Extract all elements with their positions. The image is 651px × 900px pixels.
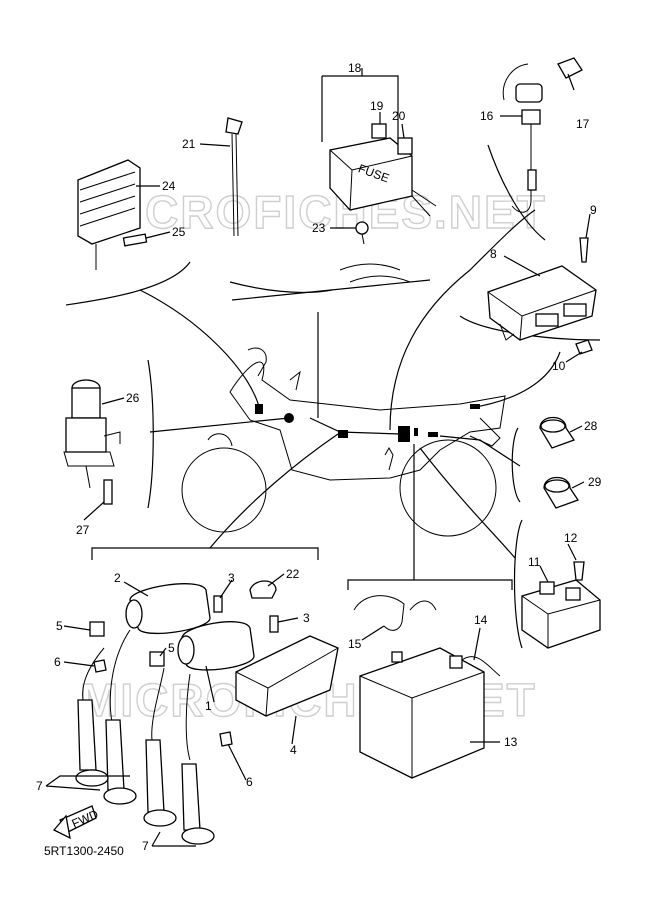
battery xyxy=(353,595,501,779)
callout-4: 4 xyxy=(290,743,297,757)
callout-15: 15 xyxy=(348,637,362,651)
cable-tie xyxy=(225,117,243,237)
fuse-19 xyxy=(371,123,387,139)
callout-12: 12 xyxy=(564,531,578,545)
bolt-3a xyxy=(213,595,223,613)
starter-relay xyxy=(521,561,601,649)
bolt-3b xyxy=(269,615,279,633)
callout-7a: 7 xyxy=(36,779,43,793)
callout-28: 28 xyxy=(584,419,598,433)
watermark-top: MICROFICHES.NET xyxy=(90,186,547,238)
callout-9: 9 xyxy=(590,203,597,217)
callout-22: 22 xyxy=(286,567,300,581)
callout-19: 19 xyxy=(370,99,384,113)
callout-leaders xyxy=(45,68,591,847)
callout-24: 24 xyxy=(162,179,176,193)
motorcycle-outline xyxy=(181,347,506,537)
callout-5b: 5 xyxy=(168,641,175,655)
callout-10: 10 xyxy=(552,359,566,373)
callout-13: 13 xyxy=(504,735,518,749)
callout-1: 1 xyxy=(205,699,212,713)
ignition-coils xyxy=(75,580,339,845)
callout-6a: 6 xyxy=(54,655,61,669)
callout-27: 27 xyxy=(76,523,90,537)
forward-arrow-icon: FWD xyxy=(52,805,101,840)
igniter-unit xyxy=(487,237,597,355)
terminal-14 xyxy=(449,655,463,669)
callout-29: 29 xyxy=(588,475,602,489)
fuse-box: FUSE xyxy=(329,123,437,283)
callout-25: 25 xyxy=(172,225,186,239)
screw-9 xyxy=(579,237,589,263)
sensor-switch xyxy=(502,57,583,213)
callout-3b: 3 xyxy=(303,611,310,625)
diagram-code: 5RT1300-2450 xyxy=(44,844,124,858)
callout-3a: 3 xyxy=(228,571,235,585)
callout-21: 21 xyxy=(182,137,196,151)
clamp-17 xyxy=(557,57,583,79)
bolt-27 xyxy=(103,479,113,505)
callout-labels: 1 2 3 3 4 5 5 6 6 7 7 8 9 10 11 12 13 14… xyxy=(36,61,602,853)
callout-5a: 5 xyxy=(56,619,63,633)
leader-lines xyxy=(139,209,561,580)
bolt-12 xyxy=(573,561,585,581)
bracket-5a xyxy=(89,621,105,637)
callout-14: 14 xyxy=(474,613,488,627)
nut-6b xyxy=(219,731,233,747)
fuse-box-screw xyxy=(355,221,369,235)
callout-17: 17 xyxy=(576,117,590,131)
callout-2: 2 xyxy=(114,571,121,585)
fwd-label: FWD xyxy=(70,807,101,831)
group-brackets xyxy=(65,144,601,649)
rectifier-regulator xyxy=(77,159,148,270)
callout-7b: 7 xyxy=(142,839,149,853)
ignition-switch xyxy=(63,379,121,505)
callout-11: 11 xyxy=(528,555,541,569)
fuse-20 xyxy=(397,137,413,155)
callout-26: 26 xyxy=(126,391,140,405)
callout-18: 18 xyxy=(348,61,362,75)
callout-6b: 6 xyxy=(246,775,253,789)
nut-10 xyxy=(575,339,593,355)
callout-20: 20 xyxy=(392,109,406,123)
cover-4 xyxy=(235,635,339,717)
callout-8: 8 xyxy=(490,247,497,261)
nut-6a xyxy=(93,659,107,673)
callout-16: 16 xyxy=(480,109,494,123)
callout-23: 23 xyxy=(312,221,326,235)
clamps xyxy=(539,416,579,509)
